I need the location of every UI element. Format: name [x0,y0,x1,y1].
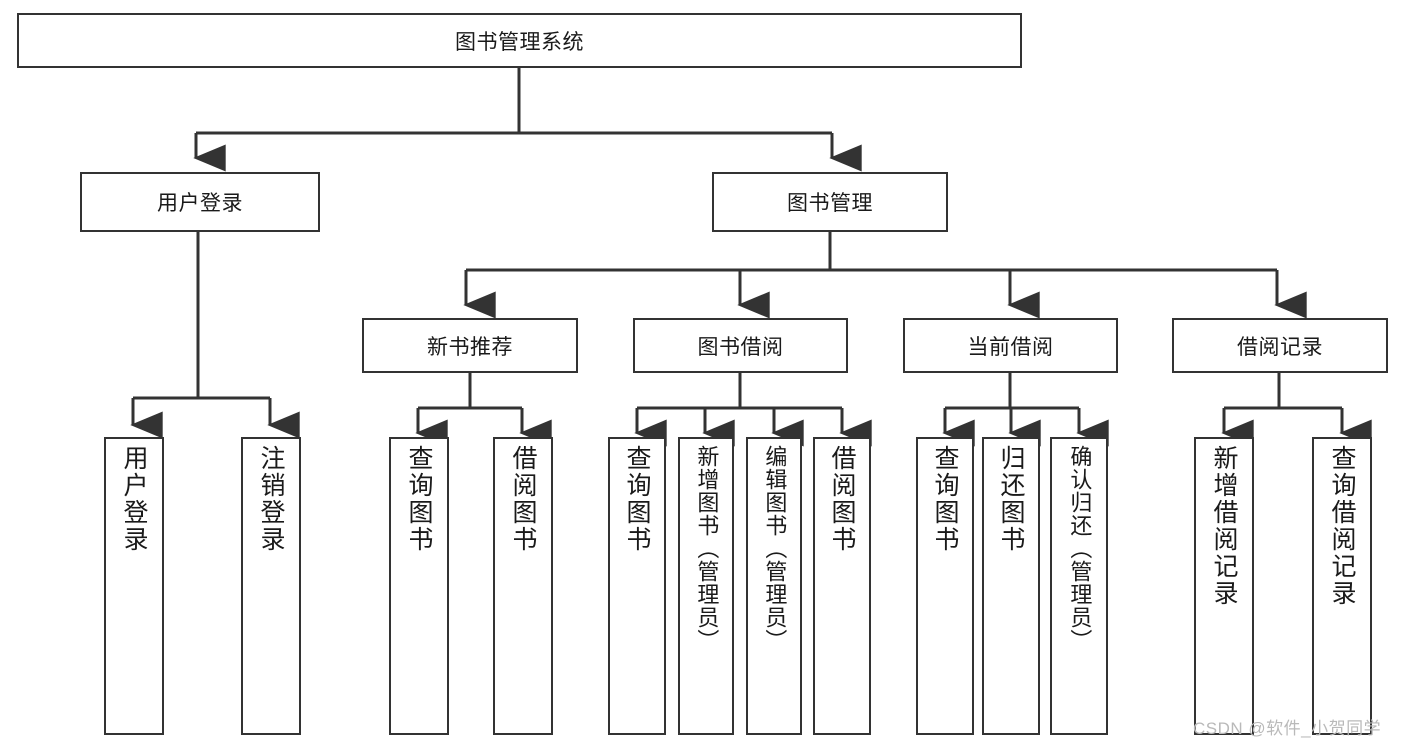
node-leaf-edit-book[interactable]: 编辑图书（管理员） [746,437,802,735]
node-leaf-query-book-1[interactable]: 查询图书 [389,437,449,735]
node-leaf-user-login[interactable]: 用户登录 [104,437,164,735]
node-leaf-add-record-label: 新增借阅记录 [1210,445,1238,607]
node-root[interactable]: 图书管理系统 [17,13,1022,68]
watermark: CSDN @软件_小贺同学 [1193,719,1382,738]
node-leaf-logout-label: 注销登录 [257,445,285,553]
node-leaf-edit-book-label: 编辑图书（管理员） [762,445,788,652]
node-user-login[interactable]: 用户登录 [80,172,320,232]
node-leaf-add-record[interactable]: 新增借阅记录 [1194,437,1254,735]
node-leaf-query-book-1-label: 查询图书 [405,445,433,553]
node-borrow-record-label: 借阅记录 [1237,335,1323,359]
node-leaf-borrow-book-2-label: 借阅图书 [828,445,856,553]
node-leaf-query-record-label: 查询借阅记录 [1328,445,1356,607]
node-leaf-borrow-book-2[interactable]: 借阅图书 [813,437,871,735]
node-leaf-query-book-3-label: 查询图书 [931,445,959,553]
node-root-label: 图书管理系统 [455,30,584,54]
node-leaf-query-book-2[interactable]: 查询图书 [608,437,666,735]
node-leaf-logout[interactable]: 注销登录 [241,437,301,735]
node-leaf-query-record[interactable]: 查询借阅记录 [1312,437,1372,735]
node-book-management-label: 图书管理 [787,192,873,215]
node-current-borrow-label: 当前借阅 [967,335,1054,359]
node-book-borrow-label: 图书借阅 [697,335,784,359]
node-leaf-borrow-book-1-label: 借阅图书 [509,445,537,553]
node-borrow-record[interactable]: 借阅记录 [1172,318,1388,373]
node-leaf-query-book-2-label: 查询图书 [623,445,651,553]
node-leaf-query-book-3[interactable]: 查询图书 [916,437,974,735]
node-leaf-add-book[interactable]: 新增图书（管理员） [678,437,734,735]
node-book-borrow[interactable]: 图书借阅 [633,318,848,373]
node-leaf-add-book-label: 新增图书（管理员） [694,445,720,652]
node-new-book-recommend[interactable]: 新书推荐 [362,318,578,373]
node-leaf-return-book-label: 归还图书 [997,445,1025,553]
node-current-borrow[interactable]: 当前借阅 [903,318,1118,373]
node-leaf-return-book[interactable]: 归还图书 [982,437,1040,735]
node-new-book-recommend-label: 新书推荐 [427,335,513,359]
node-leaf-user-login-label: 用户登录 [120,445,148,553]
node-leaf-confirm-return-label: 确认归还（管理员） [1067,445,1093,652]
node-user-login-label: 用户登录 [157,192,243,215]
node-leaf-confirm-return[interactable]: 确认归还（管理员） [1050,437,1108,735]
node-leaf-borrow-book-1[interactable]: 借阅图书 [493,437,553,735]
node-book-management[interactable]: 图书管理 [712,172,948,232]
